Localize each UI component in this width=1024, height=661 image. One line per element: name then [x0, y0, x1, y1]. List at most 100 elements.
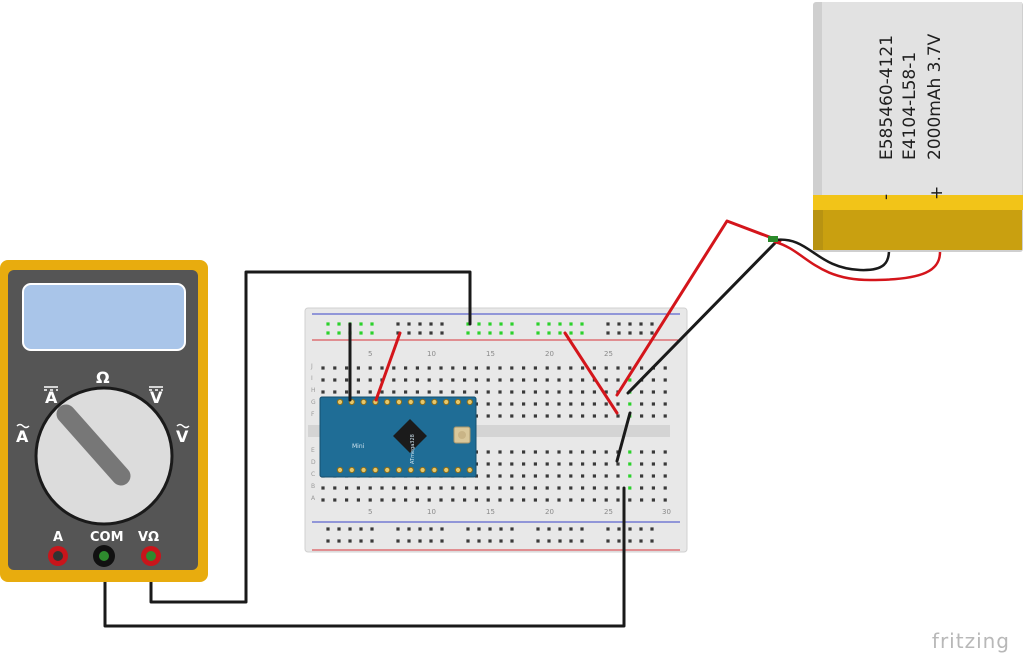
breadboard-hole: [356, 378, 360, 382]
arduino-pin: [395, 398, 403, 406]
breadboard-hole: [628, 331, 632, 335]
row-letter: G: [311, 399, 316, 406]
arduino-pin: [419, 398, 426, 406]
breadboard-hole: [439, 378, 443, 382]
breadboard-hole: [604, 402, 608, 406]
breadboard-hole: [427, 378, 431, 382]
arduino-pin: [454, 398, 462, 406]
breadboard-hole: [547, 322, 551, 326]
breadboard-hole: [616, 378, 620, 382]
row-letter: F: [311, 411, 315, 418]
breadboard-hole: [415, 378, 419, 382]
breadboard-hole: [477, 322, 481, 326]
breadboard-row-letters: A B C D E F G H I J: [310, 363, 316, 502]
multimeter-display: [22, 283, 186, 351]
breadboard-hole: [396, 331, 400, 335]
breadboard-hole: [359, 527, 363, 531]
breadboard-hole: [451, 486, 455, 490]
breadboard-hole: [499, 539, 503, 543]
col-number: 25: [604, 508, 613, 516]
breadboard-hole: [592, 390, 596, 394]
omega-symbol: Ω: [96, 368, 110, 387]
row-letter: A: [311, 495, 316, 502]
breadboard-hole: [545, 474, 549, 478]
breadboard-hole: [606, 322, 610, 326]
breadboard-hole: [581, 474, 585, 478]
jack-v-ohm[interactable]: [141, 546, 161, 566]
breadboard-hole: [326, 331, 330, 335]
breadboard-hole: [663, 486, 667, 490]
breadboard-hole: [370, 527, 374, 531]
breadboard-hole: [533, 486, 537, 490]
breadboard-hole: [439, 486, 443, 490]
breadboard-holes: [321, 322, 667, 543]
wire-red-vcc: [374, 331, 402, 402]
breadboard-hole: [463, 486, 467, 490]
breadboard-hole: [333, 498, 337, 502]
breadboard-hole: [536, 527, 540, 531]
breadboard-hole: [522, 486, 526, 490]
breadboard-hole: [510, 462, 514, 466]
breadboard-hole: [486, 366, 490, 370]
breadboard-hole: [321, 378, 325, 382]
breadboard-hole: [557, 414, 561, 418]
breadboard-hole: [463, 366, 467, 370]
breadboard-hole: [522, 390, 526, 394]
breadboard-column-numbers-top: 5 10 15 20 25: [368, 350, 613, 358]
jack-v-label: VΩ: [138, 530, 159, 545]
breadboard-hole: [510, 450, 514, 454]
breadboard-hole: [569, 378, 573, 382]
jack-a[interactable]: [48, 546, 68, 566]
breadboard-hole: [418, 539, 422, 543]
breadboard-hole: [604, 474, 608, 478]
breadboard-hole: [604, 390, 608, 394]
breadboard-hole: [510, 539, 514, 543]
breadboard-hole: [628, 322, 632, 326]
breadboard-hole: [640, 498, 644, 502]
row-letter: B: [311, 483, 315, 490]
breadboard-hole: [628, 366, 632, 370]
breadboard-hole: [663, 378, 667, 382]
arduino-pro-mini: ATmega328 Mini: [319, 396, 477, 478]
breadboard-hole: [415, 498, 419, 502]
arduino-pin: [431, 466, 438, 474]
breadboard-hole: [477, 527, 481, 531]
breadboard-hole: [488, 322, 492, 326]
breadboard-hole: [628, 450, 632, 454]
breadboard-hole: [396, 322, 400, 326]
arduino-pin: [372, 466, 379, 474]
breadboard-hole: [650, 539, 654, 543]
jack-com[interactable]: [93, 545, 115, 567]
breadboard-hole: [580, 527, 584, 531]
breadboard-hole: [606, 527, 610, 531]
breadboard-hole: [522, 402, 526, 406]
breadboard-hole: [498, 402, 502, 406]
breadboard-hole: [536, 331, 540, 335]
breadboard-hole: [451, 366, 455, 370]
breadboard-hole: [606, 539, 610, 543]
breadboard-hole: [348, 539, 352, 543]
breadboard-hole: [640, 366, 644, 370]
breadboard-hole: [418, 331, 422, 335]
arduino-pin: [384, 466, 391, 474]
col-number: 10: [427, 508, 436, 516]
breadboard-hole: [592, 402, 596, 406]
arduino-pin: [407, 398, 414, 406]
breadboard-hole: [380, 366, 384, 370]
breadboard-hole: [498, 474, 502, 478]
breadboard-hole: [604, 498, 608, 502]
lipo-battery: E585460-4121 E4104-L58-1 2000mAh 3.7V - …: [813, 2, 1023, 252]
breadboard-hole: [368, 366, 372, 370]
battery-label-line-1: E585460-4121: [877, 35, 897, 160]
breadboard-hole: [510, 474, 514, 478]
breadboard-hole: [466, 539, 470, 543]
breadboard-hole: [533, 378, 537, 382]
breadboard-hole: [370, 539, 374, 543]
breadboard-hole: [486, 474, 490, 478]
breadboard-hole: [486, 486, 490, 490]
breadboard-hole: [392, 378, 396, 382]
board-name: Mini: [352, 443, 365, 450]
breadboard-hole: [545, 378, 549, 382]
arduino-pin: [336, 398, 344, 406]
breadboard-hole: [356, 486, 360, 490]
